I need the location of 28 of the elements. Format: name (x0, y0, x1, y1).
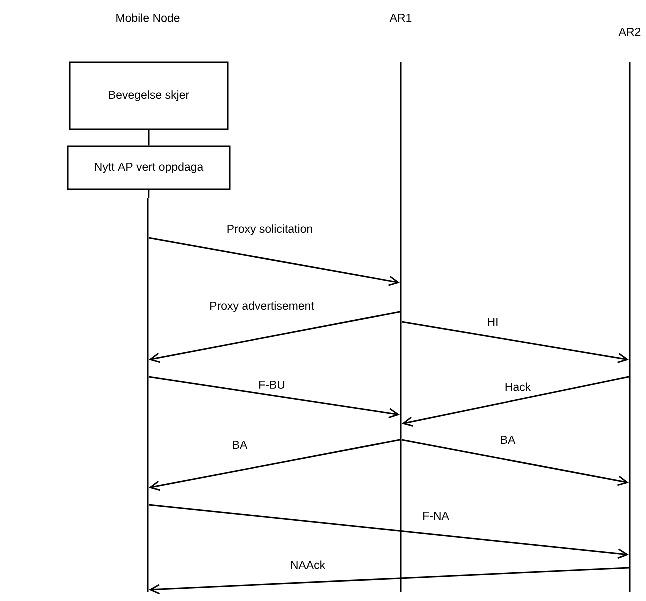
message-arrow (148, 567, 630, 595)
message-arrow (402, 376, 630, 427)
lifeline (629, 62, 631, 592)
process-box: Bevegelse skjer (69, 62, 229, 130)
connector-line (148, 190, 150, 198)
message-arrow (148, 311, 400, 364)
edge-label: BA (233, 441, 248, 449)
message-arrow (148, 376, 400, 419)
message-arrow (148, 237, 400, 286)
edge-label: F-BU (260, 381, 285, 389)
lifeline-label: AR1 (390, 14, 412, 22)
edge-label: Proxy advertisement (210, 302, 314, 312)
edge-label: NAAck (291, 560, 326, 570)
connector-line (148, 130, 150, 146)
edge-label: F-NA (424, 512, 450, 520)
edge-label: Hack (506, 382, 532, 392)
message-arrow (148, 504, 630, 560)
lifeline-label: Mobile Node (116, 14, 180, 22)
edge-label: Proxy solicitation (228, 224, 312, 236)
edge-label: BA (501, 436, 516, 444)
lifeline (400, 62, 402, 592)
edge-label: HI (488, 318, 498, 326)
message-arrow (402, 439, 630, 486)
message-arrow (402, 321, 630, 364)
lifeline-label: AR2 (618, 28, 641, 36)
process-box: Nytt AP vert oppdaga (67, 146, 231, 190)
message-arrow (148, 439, 400, 492)
lifeline (147, 198, 149, 592)
